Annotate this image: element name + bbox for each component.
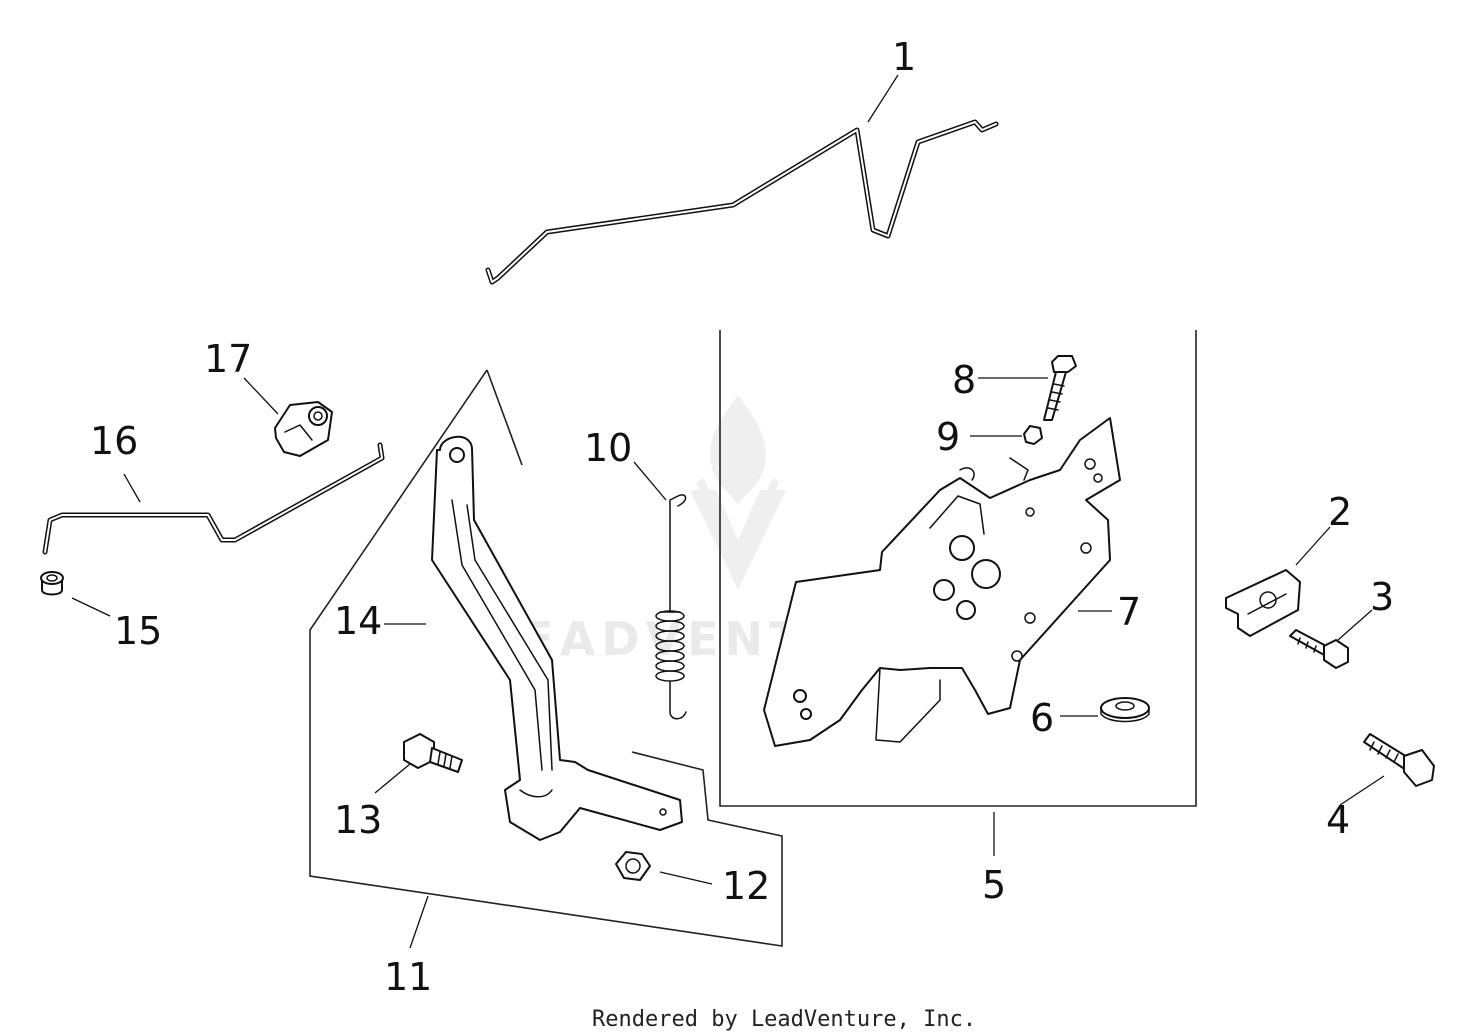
part-2-clip	[1225, 569, 1301, 637]
callout-4: 4	[1326, 798, 1350, 842]
part-13-bolt	[403, 733, 463, 773]
part-15-grommet	[40, 571, 64, 596]
leader-lines	[71, 74, 1385, 949]
callout-3: 3	[1370, 575, 1394, 619]
part-8-screw	[1043, 355, 1077, 421]
part-3-bolt	[1289, 629, 1349, 669]
callout-17: 17	[204, 337, 252, 381]
assembly-11-box-tick	[486, 369, 523, 466]
assembly-5-box	[719, 330, 1197, 807]
callout-5: 5	[982, 863, 1006, 907]
part-12-nut	[615, 851, 651, 881]
part-14-lever	[431, 436, 683, 841]
callout-9: 9	[936, 415, 960, 459]
callout-13: 13	[334, 798, 382, 842]
callout-2: 2	[1328, 490, 1352, 534]
callout-12: 12	[722, 864, 770, 908]
callout-10: 10	[584, 426, 632, 470]
callout-14: 14	[334, 599, 382, 643]
callout-15: 15	[114, 609, 162, 653]
callout-8: 8	[952, 358, 976, 402]
credit-text: Rendered by LeadVenture, Inc.	[592, 1007, 976, 1032]
assembly-11-box	[309, 369, 783, 947]
part-1-rod	[485, 119, 999, 285]
part-7-bracket	[763, 417, 1121, 747]
watermark-logo-icon	[690, 395, 786, 590]
part-16-rod	[42, 442, 385, 555]
callout-1: 1	[892, 35, 916, 79]
callout-11: 11	[384, 955, 432, 999]
part-6-washer	[1100, 697, 1150, 723]
callout-16: 16	[90, 419, 138, 463]
part-9-nut	[1023, 425, 1043, 445]
callouts: 1 2 3 4 5 6 7 8 9 10 11 12 13 14 15 16 1…	[90, 35, 1394, 999]
part-10-spring	[655, 494, 687, 720]
callout-7: 7	[1117, 590, 1141, 634]
part-4-bolt	[1363, 733, 1435, 787]
part-17-clip	[274, 401, 333, 457]
callout-6: 6	[1030, 696, 1054, 740]
